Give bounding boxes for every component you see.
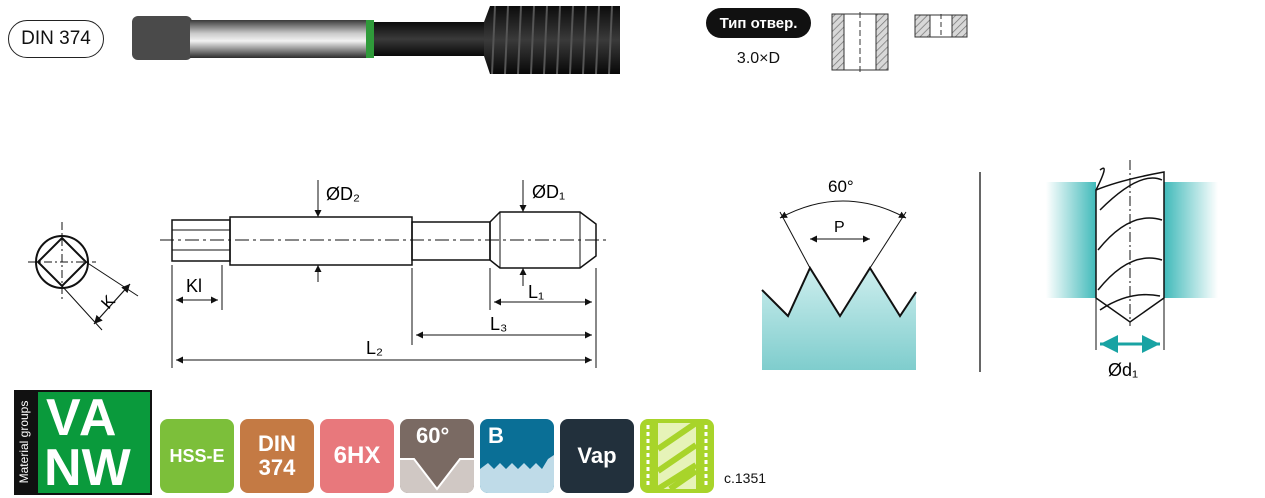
hole-type-label: Тип отвер.	[719, 14, 798, 32]
hss-label: HSS-E	[169, 445, 225, 466]
tap-profile	[160, 180, 610, 368]
technical-diagram: K ØD₂ ØD₁ Kl L₁ L₃ L₂ 60°	[28, 160, 1218, 380]
drill-d1-label: Ød₁	[1108, 360, 1138, 380]
material-letter-n: N	[44, 439, 82, 497]
square-section	[28, 222, 139, 331]
material-groups-label: Material groups	[17, 400, 31, 484]
dim-k-label: K	[97, 291, 119, 313]
dim-d1-label: ØD₁	[532, 182, 565, 202]
dim-d2-label: ØD₂	[326, 184, 360, 204]
material-letter-a: A	[78, 389, 119, 447]
chamfer-label: B	[488, 423, 504, 448]
din-badge: DIN 374	[240, 419, 314, 493]
thread-profile	[761, 200, 917, 370]
material-letter-v: V	[46, 389, 79, 447]
chamfer-icon	[480, 455, 554, 493]
angle-badge-label: 60°	[416, 423, 450, 448]
coating-label: Vap	[577, 443, 617, 468]
angle-badge: 60°	[400, 419, 474, 493]
spiral-flute-badge	[640, 419, 714, 493]
dim-l3-label: L₃	[490, 314, 507, 334]
din-badge-line1: DIN	[258, 431, 296, 456]
hss-badge: HSS-E	[160, 419, 234, 493]
material-letter-w: W	[81, 439, 131, 497]
hole-depth-label: 3.0×D	[736, 50, 781, 67]
material-letters-top: VA	[46, 388, 118, 448]
tolerance-badge: 6HX	[320, 419, 394, 493]
material-letters-bottom: NW	[44, 438, 131, 498]
tolerance-label: 6HX	[333, 442, 381, 469]
through-hole-icon	[914, 14, 968, 38]
din-standard-label: DIN 374	[21, 28, 91, 49]
din-standard-pill: DIN 374	[8, 20, 104, 58]
material-groups-sidebar	[16, 392, 38, 493]
din-badge-line2: 374	[258, 455, 296, 480]
material-groups-badge: Material groups VA NW	[14, 388, 152, 498]
blind-hole-icon	[831, 12, 889, 72]
dim-l1-label: L₁	[528, 282, 544, 302]
chamfer-badge: B	[480, 419, 554, 493]
hole-type-badge: Тип отвер.	[706, 8, 811, 38]
spiral-flute-icon	[646, 420, 708, 492]
coating-badge: Vap	[560, 419, 634, 493]
spec-badges: Material groups VA NW HSS-E DIN 374 6HX …	[0, 388, 800, 498]
page-reference[interactable]: c.1351	[724, 470, 767, 486]
thread-pitch-label: P	[834, 219, 845, 236]
dim-l2-label: L₂	[366, 338, 383, 358]
thread-angle-label: 60°	[828, 177, 854, 196]
drill-section	[1046, 160, 1218, 353]
dim-kl-label: Kl	[186, 276, 202, 296]
tap-photo	[132, 5, 620, 75]
angle-icon	[400, 458, 474, 493]
